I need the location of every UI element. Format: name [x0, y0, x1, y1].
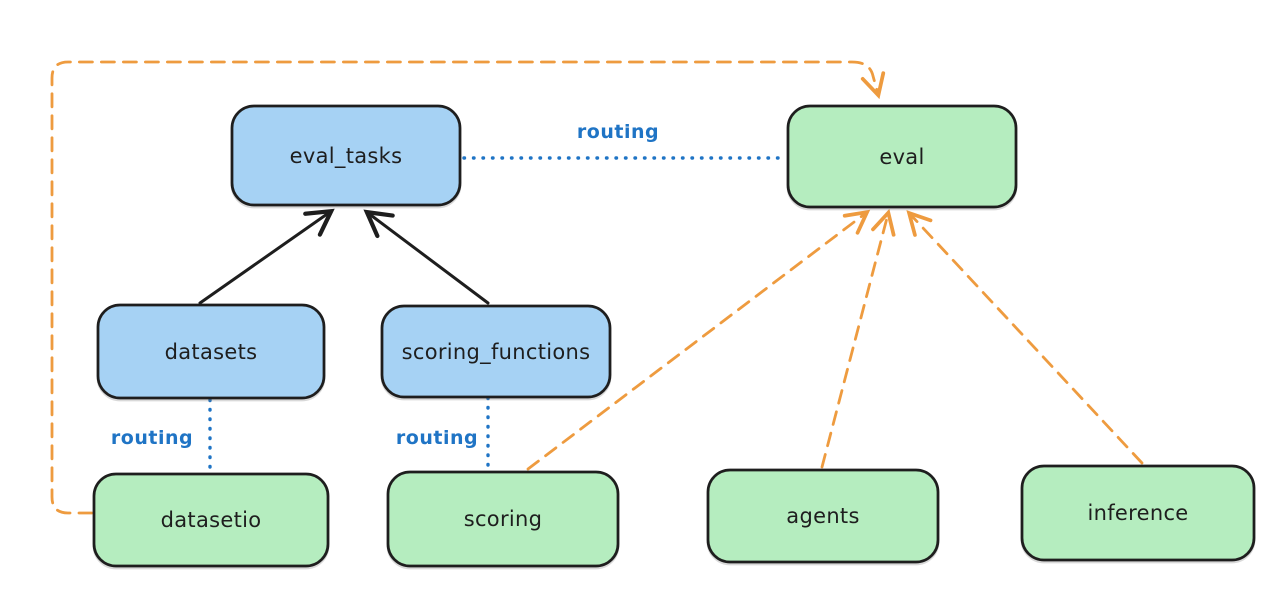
node-eval-box: [786, 104, 1018, 209]
node-datasetio-label: datasetio: [161, 508, 262, 532]
edge-datasets-to-eval_tasks: [198, 208, 335, 305]
node-eval_tasks-box: [230, 104, 462, 207]
node-datasets-label: datasets: [165, 340, 258, 364]
node-inference: inference: [1020, 464, 1256, 562]
node-scoring_functions-label: scoring_functions: [402, 340, 591, 365]
edge-label-routing-datasets-datasetio: routing: [111, 427, 193, 449]
edge-agents-to-eval: [820, 208, 896, 469]
edge-label-routing-eval_tasks-eval: routing: [577, 121, 659, 143]
node-agents-box: [706, 468, 940, 564]
node-eval: eval: [786, 104, 1018, 209]
node-eval_tasks: eval_tasks: [230, 104, 462, 207]
edge-scoring-to-eval: [526, 209, 871, 471]
edge-inference-to-eval: [906, 210, 1144, 465]
node-scoring_functions: scoring_functions: [380, 304, 612, 399]
node-agents: agents: [706, 468, 940, 564]
node-scoring-label: scoring: [464, 507, 543, 531]
node-eval_tasks-label: eval_tasks: [290, 144, 403, 169]
edge-datasetio-to-eval: [50, 60, 886, 515]
node-scoring_functions-box: [380, 304, 612, 399]
node-inference-label: inference: [1087, 501, 1188, 525]
node-datasets-box: [96, 303, 326, 400]
node-eval-label: eval: [879, 145, 924, 169]
edge-label-routing-scoring_functions-scoring: routing: [396, 427, 478, 449]
node-scoring: scoring: [386, 470, 620, 568]
node-datasetio: datasetio: [92, 472, 330, 568]
node-inference-box: [1020, 464, 1256, 562]
node-agents-label: agents: [786, 504, 859, 528]
edge-scoring_functions-to-eval_tasks: [363, 209, 490, 305]
node-datasets: datasets: [96, 303, 326, 400]
node-scoring-box: [386, 470, 620, 568]
node-datasetio-box: [92, 472, 330, 568]
